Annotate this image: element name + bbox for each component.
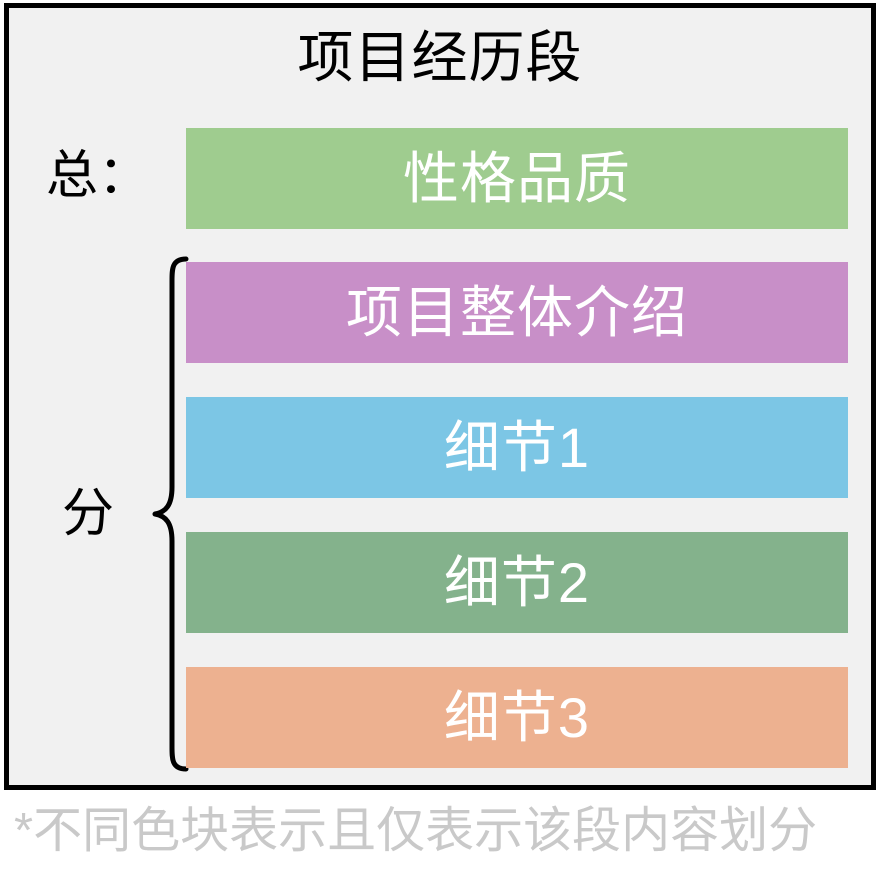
content-bar-label: 性格品质 [403, 146, 631, 210]
content-bar-label: 项目整体介绍 [346, 280, 688, 344]
content-bar: 细节2 [186, 532, 848, 633]
page-title: 项目经历段 [297, 26, 583, 89]
diagram-panel: 项目经历段 总： 分 性格品质 项目整体介绍 细节1 细节2 细节3 [4, 3, 876, 790]
content-bar: 项目整体介绍 [186, 262, 848, 363]
content-bar-label: 细节3 [443, 685, 591, 749]
footnote-text: *不同色块表示且仅表示该段内容划分 [14, 804, 818, 858]
content-bar-label: 细节1 [443, 415, 591, 479]
group-label-summary: 总： [45, 147, 150, 205]
curly-brace-icon [152, 255, 192, 773]
group-label-detail: 分 [61, 485, 114, 543]
content-bar: 细节3 [186, 667, 848, 768]
content-bar: 细节1 [186, 397, 848, 498]
content-bar-label: 细节2 [443, 550, 591, 614]
content-bar: 性格品质 [186, 128, 848, 229]
